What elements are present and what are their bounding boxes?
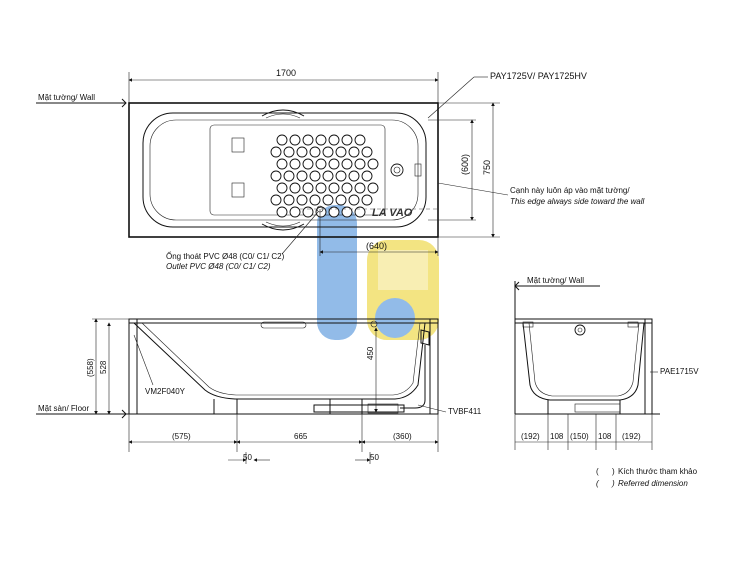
anti-slip-dot [354, 206, 366, 218]
anti-slip-dot [328, 158, 340, 170]
anti-slip-dot [270, 194, 282, 206]
anti-slip-dot [361, 146, 373, 158]
anti-slip-dot [328, 182, 340, 194]
side-dim-2: 108 [550, 432, 564, 441]
anti-slip-dot [296, 194, 308, 206]
legend-paren-open-2: ( [596, 479, 600, 488]
wall-label-side: Mặt tường/ Wall [527, 276, 584, 285]
anti-slip-dot [328, 206, 340, 218]
dim-mid: 665 [294, 432, 308, 441]
legend-paren-close-2: ) [611, 479, 615, 488]
anti-slip-dot [309, 146, 321, 158]
anti-slip-dot [322, 194, 334, 206]
dim-drain-offset: (640) [366, 241, 387, 251]
anti-slip-dot [283, 170, 295, 182]
watermark-logo: LA VAO [317, 205, 439, 340]
anti-slip-dot [348, 170, 360, 182]
anti-slip-dot [283, 146, 295, 158]
anti-slip-dot [289, 134, 301, 146]
legend-paren-open-1: ( [596, 467, 599, 476]
anti-slip-pattern [270, 134, 379, 218]
anti-slip-dot [276, 206, 288, 218]
drain-label: TVBF411 [448, 407, 482, 416]
side-dim-4: 108 [598, 432, 612, 441]
anti-slip-dot [361, 194, 373, 206]
edge-note-en: This edge always side toward the wall [510, 197, 645, 206]
wall-label-top: Mặt tường/ Wall [38, 93, 95, 102]
anti-slip-dot [289, 158, 301, 170]
panel-label: PAE1715V [660, 367, 699, 376]
anti-slip-dot [283, 194, 295, 206]
anti-slip-dot [341, 158, 353, 170]
anti-slip-dot [328, 134, 340, 146]
anti-slip-dot [367, 158, 379, 170]
anti-slip-dot [276, 182, 288, 194]
anti-slip-dot [276, 158, 288, 170]
anti-slip-dot [354, 158, 366, 170]
floor-label: Mặt sàn/ Floor [38, 404, 89, 413]
dim-left: (575) [172, 432, 191, 441]
anti-slip-dot [315, 182, 327, 194]
anti-slip-dot [315, 158, 327, 170]
anti-slip-dot [302, 134, 314, 146]
dim-50-b: 50 [370, 453, 379, 462]
anti-slip-dot [335, 170, 347, 182]
anti-slip-dot [309, 194, 321, 206]
anti-slip-dot [289, 206, 301, 218]
dim-50-a: 50 [243, 453, 252, 462]
anti-slip-dot [348, 146, 360, 158]
side-dim-3: (150) [570, 432, 589, 441]
model-label: PAY1725V/ PAY1725HV [490, 71, 587, 81]
legend-paren-close-1: ) [612, 467, 615, 476]
dim-height-total: (558) [86, 358, 95, 377]
anti-slip-dot [348, 194, 360, 206]
front-view: Mặt sàn/ Floor VM2F040Y TVBF411 (558 [36, 318, 482, 464]
dim-right: (360) [393, 432, 412, 441]
anti-slip-dot [302, 206, 314, 218]
dim-width: 750 [482, 160, 492, 175]
leg-label: VM2F040Y [145, 387, 186, 396]
anti-slip-dot [270, 146, 282, 158]
dim-height-rim: 528 [99, 360, 108, 374]
anti-slip-dot [341, 206, 353, 218]
anti-slip-dot [341, 182, 353, 194]
anti-slip-dot [354, 182, 366, 194]
anti-slip-dot [367, 182, 379, 194]
anti-slip-dot [302, 182, 314, 194]
anti-slip-dot [315, 134, 327, 146]
anti-slip-dot [296, 146, 308, 158]
dim-length: 1700 [276, 68, 296, 78]
anti-slip-dot [270, 170, 282, 182]
anti-slip-dot [302, 158, 314, 170]
anti-slip-dot [335, 146, 347, 158]
outlet-label-vi: Ống thoát PVC Ø48 (C0/ C1/ C2) [166, 251, 285, 261]
legend-ref-vi: Kích thước tham khảo [618, 467, 698, 476]
side-dim-5: (192) [622, 432, 641, 441]
legend: ( ) Kích thước tham khảo ( ) Referred di… [596, 467, 698, 488]
side-dim-1: (192) [521, 432, 540, 441]
top-view: 1700 PAY1725V/ PAY1725HV Mặt tường/ Wall [36, 68, 645, 271]
anti-slip-dot [335, 194, 347, 206]
outlet-label-en: Outlet PVC Ø48 (C0/ C1/ C2) [166, 262, 271, 271]
dim-inner-width: (600) [460, 154, 470, 175]
anti-slip-dot [354, 134, 366, 146]
anti-slip-dot [322, 146, 334, 158]
side-view: Mặt tường/ Wall PAE1715V (192) 108 (150)… [514, 276, 699, 450]
anti-slip-dot [361, 170, 373, 182]
anti-slip-dot [289, 182, 301, 194]
anti-slip-dot [322, 170, 334, 182]
anti-slip-dot [276, 134, 288, 146]
anti-slip-dot [309, 170, 321, 182]
watermark-text: LA VAO [372, 207, 413, 219]
legend-ref-en: Referred dimension [618, 479, 688, 488]
edge-note-vi: Cạnh này luôn áp vào mặt tường/ [510, 186, 630, 195]
anti-slip-dot [296, 170, 308, 182]
dim-drain-height: 450 [366, 346, 375, 360]
anti-slip-dot [341, 134, 353, 146]
